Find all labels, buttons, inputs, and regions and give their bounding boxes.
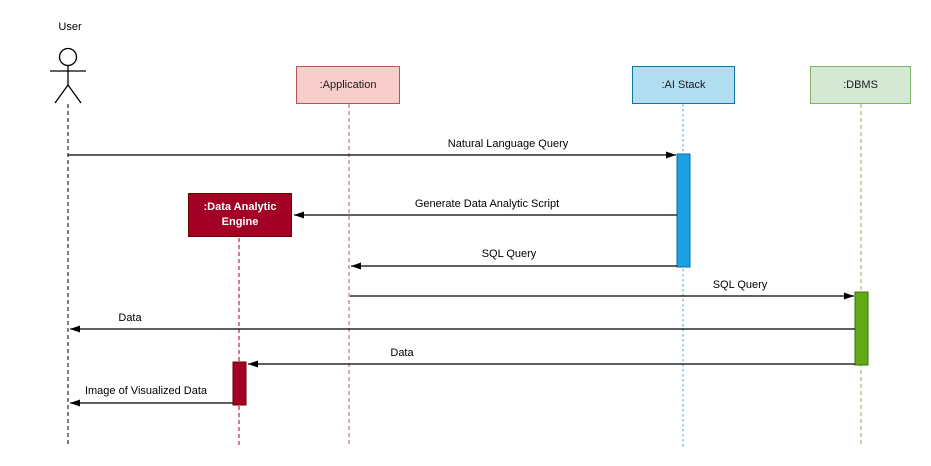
user-actor-icon bbox=[50, 47, 86, 104]
participant-user-label: User bbox=[58, 21, 82, 33]
participant-application: :Application bbox=[296, 66, 400, 104]
activation-bar-ai-stack bbox=[676, 153, 691, 268]
message-label-sql-query-to-dbms: SQL Query bbox=[712, 279, 768, 291]
activation-bar-data-analytic-engine bbox=[232, 361, 247, 406]
message-label-image-of-visualized-data: Image of Visualized Data bbox=[84, 385, 208, 397]
message-label-natural-language-query: Natural Language Query bbox=[447, 138, 569, 150]
participant-dbms-label: :DBMS bbox=[843, 79, 878, 91]
message-label-data-to-user: Data bbox=[118, 312, 142, 324]
activation-bar-dbms bbox=[854, 291, 869, 366]
message-label-sql-query-to-application: SQL Query bbox=[481, 248, 537, 260]
participant-ai-stack: :AI Stack bbox=[632, 66, 735, 104]
participant-data-analytic-engine: :Data Analytic Engine bbox=[188, 193, 292, 237]
participant-dbms: :DBMS bbox=[810, 66, 911, 104]
participant-data-analytic-engine-label: :Data Analytic Engine bbox=[203, 201, 277, 228]
participant-ai-stack-label: :AI Stack bbox=[661, 79, 706, 91]
message-label-data-to-engine: Data bbox=[390, 347, 414, 359]
message-label-generate-data-analytic-script: Generate Data Analytic Script bbox=[414, 198, 560, 210]
participant-application-label: :Application bbox=[319, 79, 377, 91]
